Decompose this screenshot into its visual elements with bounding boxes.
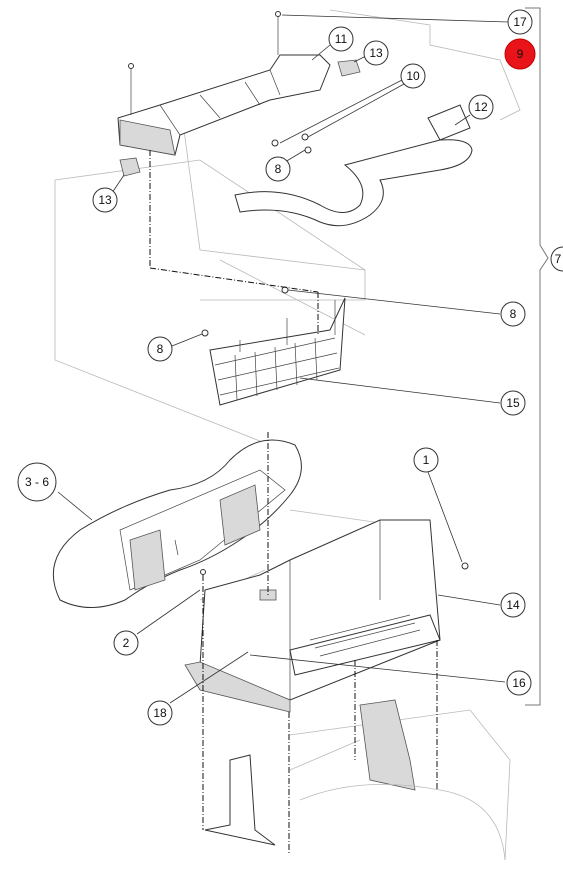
callout-11-label: 11: [335, 32, 348, 46]
callout-13-lower-label: 13: [98, 193, 112, 207]
callout-1-label: 1: [423, 453, 430, 467]
callout-7-partial: 7: [550, 246, 563, 272]
callout-3-6-label: 3 - 6: [25, 475, 49, 489]
callout-9-highlighted[interactable]: 9: [504, 38, 536, 70]
clip-part-13-upper: [337, 59, 361, 77]
cushion-part-3-6: [52, 439, 302, 608]
callout-15-label: 15: [506, 396, 520, 410]
lower-frame: [204, 699, 506, 861]
callout-10: 10: [400, 63, 426, 89]
callout-11: 11: [328, 26, 354, 52]
group-bracket: [525, 7, 549, 706]
callout-8-left-label: 8: [157, 342, 164, 356]
callout-17: 17: [507, 9, 533, 35]
callout-2: 2: [113, 630, 139, 656]
screws: [128, 11, 469, 575]
callout-1: 1: [413, 447, 439, 473]
axis-lines: [149, 150, 438, 855]
callout-13-lower: 13: [92, 187, 118, 213]
callout-14-label: 14: [506, 598, 520, 612]
frame-part-11: [117, 15, 331, 156]
callout-16-label: 16: [512, 676, 526, 690]
clip-part-13-lower: [119, 157, 141, 177]
callout-10-label: 10: [406, 69, 420, 83]
callout-9-label: 9: [517, 47, 524, 61]
callout-8-right-label: 8: [510, 307, 517, 321]
callout-13-upper: 13: [363, 40, 389, 66]
callout-8-upper: 8: [265, 156, 291, 182]
callout-7-label: 7: [555, 252, 562, 266]
basket-part-15: [209, 297, 346, 406]
strap-part-12: [234, 104, 473, 227]
callout-8-upper-label: 8: [275, 162, 282, 176]
callout-17-label: 17: [513, 15, 527, 29]
callout-15: 15: [500, 390, 526, 416]
callout-8-left: 8: [147, 336, 173, 362]
callout-16: 16: [506, 670, 532, 696]
seat-base-part-14: [184, 519, 441, 713]
leader-lines: [57, 14, 509, 704]
callout-3-6: 3 - 6: [17, 462, 57, 502]
callout-12: 12: [468, 94, 494, 120]
callout-13-upper-label: 13: [369, 46, 383, 60]
callout-8-right: 8: [500, 301, 526, 327]
callout-2-label: 2: [123, 636, 130, 650]
callout-14: 14: [500, 592, 526, 618]
callout-18: 18: [147, 700, 173, 726]
callout-18-label: 18: [153, 706, 167, 720]
callout-12-label: 12: [474, 100, 488, 114]
